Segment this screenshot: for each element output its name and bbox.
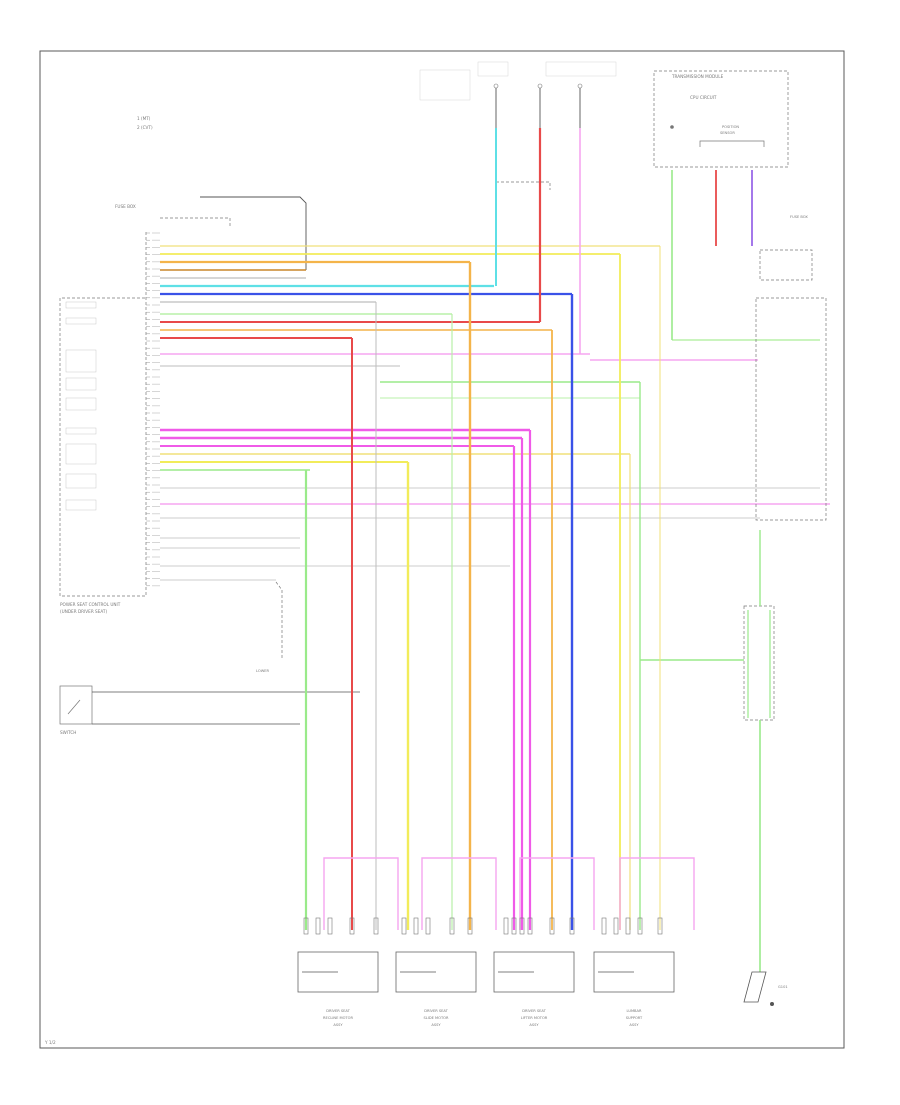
motor-box — [493, 951, 575, 993]
motor-label: ASSY — [431, 1023, 441, 1027]
motor-pin — [613, 917, 619, 935]
control-unit-left-labels — [65, 301, 97, 511]
right-connector-box — [759, 249, 813, 281]
sensor-bracket — [699, 140, 765, 147]
motor-label: ASSY — [529, 1023, 539, 1027]
motor-pin — [657, 917, 663, 935]
motor-label: ASSY — [333, 1023, 343, 1027]
fuse-drop-label: LOWER — [256, 669, 270, 673]
motor-pin — [549, 917, 555, 935]
module-terminal — [670, 125, 674, 129]
motor-pin — [449, 917, 455, 935]
motor-pin — [425, 917, 431, 935]
motor-pin — [511, 917, 517, 935]
right-junction-box — [755, 297, 827, 521]
ground-sensor-icon — [743, 971, 767, 1003]
motor-feed-loop — [323, 857, 399, 930]
left-switch-label: SWITCH — [60, 730, 76, 735]
position-sensor-label-1: POSITION — [722, 125, 739, 129]
motor-pin — [601, 917, 607, 935]
motor-box — [297, 951, 379, 993]
motor-label: LIFTER MOTOR — [521, 1016, 548, 1020]
motor-pin — [349, 917, 355, 935]
motor-drop-wires — [304, 128, 771, 972]
motor-label: SLIDE MOTOR — [424, 1016, 449, 1020]
connector-pins — [146, 232, 160, 587]
motor-label: RECLINE MOTOR — [323, 1016, 353, 1020]
motor-pin — [413, 917, 419, 935]
diagram-frame — [39, 50, 845, 1049]
transmission-module-sub: CPU CIRCUIT — [690, 95, 717, 100]
top-connectors — [419, 61, 617, 190]
page-code: Y 1/2 — [44, 1040, 56, 1045]
legend-item-1: 1 (MT) — [137, 116, 151, 121]
motor-box — [593, 951, 675, 993]
ground-terminal — [770, 1002, 774, 1006]
motor-pin — [637, 917, 643, 935]
motor-feed-loop — [519, 857, 595, 930]
fuse-feed-wire — [200, 196, 307, 270]
fuse-drop-wire — [275, 581, 283, 660]
control-unit-outline — [59, 232, 147, 597]
motor-assemblies: DRIVER SEAT RECLINE MOTOR ASSY DRIVER SEAT S… — [297, 857, 695, 1027]
motor-pin — [503, 917, 509, 935]
motor-pin — [527, 917, 533, 935]
motor-pin — [401, 917, 407, 935]
motor-label: DRIVER SEAT — [326, 1009, 350, 1013]
fuse-feed-dash — [160, 217, 231, 226]
left-switch-contact — [67, 699, 81, 715]
motor-label: DRIVER SEAT — [522, 1009, 546, 1013]
motor-label: SUPPORT — [626, 1016, 643, 1020]
transmission-module-title: TRANSMISSION MODULE — [671, 74, 724, 79]
motor-label: ASSY — [629, 1023, 639, 1027]
legend-item-2: 2 (CVT) — [137, 125, 153, 130]
left-switch-box — [59, 685, 93, 725]
motor-pin — [373, 917, 379, 935]
transmission-module-outline — [653, 70, 789, 168]
motor-pin — [327, 917, 333, 935]
fuse-box-right-label: FUSE BOX — [790, 215, 808, 219]
motor-feed-loop — [421, 857, 497, 930]
motor-pin — [625, 917, 631, 935]
right-lower-connector — [743, 605, 775, 721]
motor-feed-loop — [619, 857, 695, 930]
motor-pin — [315, 917, 321, 935]
motor-label: DRIVER SEAT — [424, 1009, 448, 1013]
control-unit-caption: POWER SEAT CONTROL UNIT — [60, 602, 121, 607]
motor-label: LUMBAR — [627, 1009, 642, 1013]
motor-box — [395, 951, 477, 993]
harness-wires — [160, 245, 830, 661]
motor-pin — [303, 917, 309, 935]
ground-label: G101 — [778, 985, 788, 989]
position-sensor-label-2: SENSOR — [720, 131, 735, 135]
motor-pin — [519, 917, 525, 935]
control-unit-caption-sub: (UNDER DRIVER SEAT) — [60, 609, 107, 614]
motor-pin — [569, 917, 575, 935]
fuse-box-left-label: FUSE BOX — [115, 204, 136, 209]
motor-pin — [467, 917, 473, 935]
